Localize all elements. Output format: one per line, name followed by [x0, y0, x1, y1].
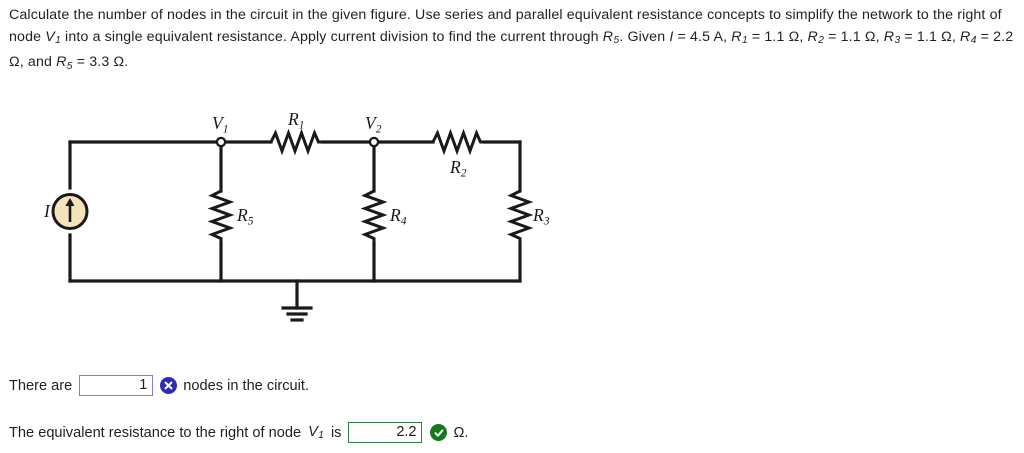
symbol-r5: R5 — [602, 28, 620, 47]
nodes-answer-input[interactable] — [79, 375, 154, 396]
symbol-r3: R3 — [883, 28, 901, 47]
symbol-r1: R1 — [731, 28, 748, 47]
problem-text-part-9: = 3.3 Ω. — [72, 53, 129, 70]
ground-icon — [281, 306, 313, 322]
resistance-unit-label: Ω. — [453, 424, 469, 441]
resistor-label-r2: R2 — [449, 157, 467, 180]
symbol-r5-value: R5 — [56, 53, 73, 72]
problem-statement: Calculate the number of nodes in the cir… — [9, 5, 1019, 77]
resistance-prefix-label: The equivalent resistance to the right o… — [9, 424, 302, 441]
correct-icon — [430, 424, 448, 441]
resistor-label-r5: R5 — [236, 205, 254, 228]
problem-text-part-3: . Given — [619, 28, 670, 45]
problem-text-part-6: = 1.1 Ω, — [824, 28, 884, 45]
answer-row-resistance: The equivalent resistance to the right o… — [9, 422, 468, 443]
problem-text-part-4: = 4.5 A, — [673, 28, 732, 45]
problem-text-part-8: = 2.2 Ω, and — [9, 28, 1014, 70]
node-label-v2: V2 — [365, 113, 382, 136]
resistor-label-r4: R4 — [389, 205, 407, 228]
current-source-icon — [51, 193, 89, 230]
resistance-prefix-b-label: is — [330, 424, 342, 441]
symbol-r2: R2 — [807, 28, 825, 47]
resistor-r3 — [506, 189, 534, 243]
node-dot-v1 — [215, 136, 227, 148]
answer-row-nodes: There are nodes in the circuit. — [9, 375, 309, 396]
nodes-suffix-label: nodes in the circuit. — [183, 377, 310, 394]
node-dot-v2 — [368, 136, 380, 148]
nodes-prefix-label: There are — [9, 377, 73, 394]
resistor-r1 — [269, 128, 323, 156]
resistor-r4 — [360, 189, 388, 243]
problem-text-part-7: = 1.1 Ω, — [900, 28, 961, 45]
circuit-diagram: .wire { stroke:#1a1a1a; stroke-width:3.2… — [0, 95, 620, 340]
symbol-i: I — [669, 28, 674, 45]
symbol-v1: V1 — [45, 28, 61, 47]
resistance-answer-input[interactable] — [348, 422, 423, 443]
resistor-r5 — [207, 189, 235, 243]
current-source-label: I — [43, 201, 51, 221]
incorrect-icon — [160, 377, 178, 394]
node-label-v1: V1 — [212, 113, 228, 136]
problem-text-part-2: into a single equivalent resistance. App… — [60, 28, 603, 45]
problem-text-part-1: Calculate the number of nodes in the cir… — [9, 7, 1002, 45]
problem-text-part-5: = 1.1 Ω, — [747, 28, 808, 45]
resistor-label-r1: R1 — [287, 109, 304, 132]
resistance-node-symbol: V1 — [308, 423, 324, 442]
resistor-label-r3: R3 — [532, 205, 550, 228]
resistor-r2 — [431, 128, 485, 156]
symbol-r4: R4 — [960, 28, 977, 47]
